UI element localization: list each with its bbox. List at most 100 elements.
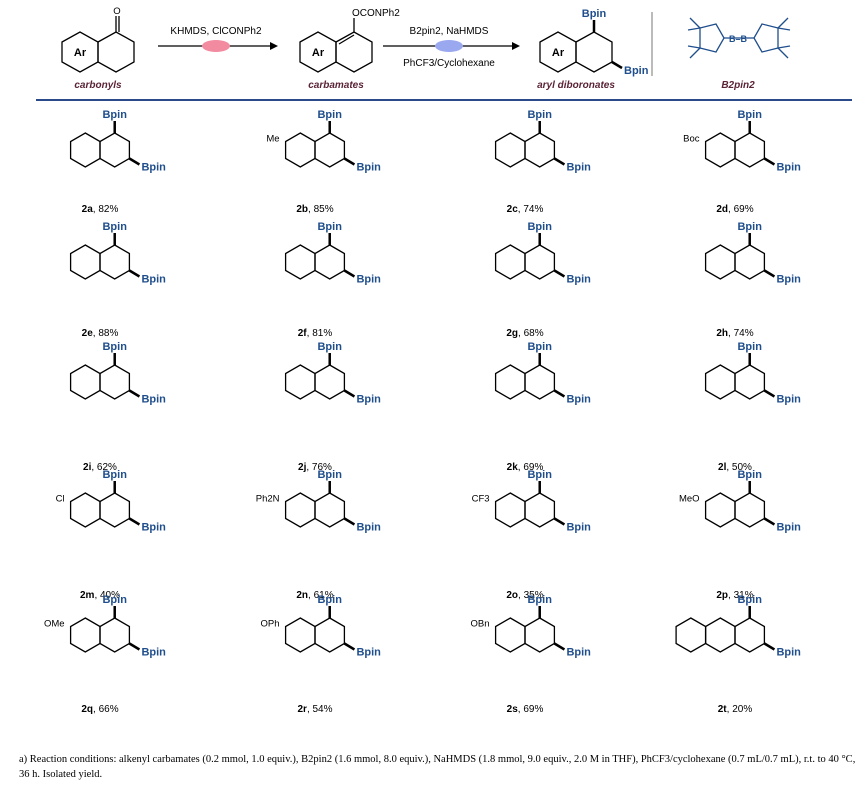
step2-capsule	[435, 40, 463, 52]
bpin-label: Bpin	[566, 647, 591, 659]
bpin-label: Bpin	[356, 522, 381, 534]
svg-text:O: O	[113, 6, 120, 17]
bpin-label: Bpin	[527, 109, 552, 121]
bpin-label: Bpin	[102, 469, 127, 481]
compound-label: 2r, 54%	[297, 704, 332, 715]
bpin-label: Bpin	[737, 469, 762, 481]
ring	[284, 492, 316, 528]
bpin-label: Bpin	[317, 469, 342, 481]
ring	[524, 617, 556, 653]
compound-label: 2q, 66%	[81, 704, 118, 715]
compound-label: 2m, 40%	[80, 590, 120, 601]
bpin-label: Bpin	[527, 594, 552, 606]
compound-label: 2c, 74%	[507, 204, 544, 215]
compound-label: 2f, 81%	[298, 328, 333, 339]
bond	[343, 642, 356, 651]
bond	[343, 389, 356, 398]
ring	[734, 132, 766, 168]
ring	[494, 244, 526, 280]
ring	[314, 132, 346, 168]
compound-label: 2j, 76%	[298, 462, 332, 473]
ring	[69, 492, 101, 528]
bpin-label: Bpin	[317, 109, 342, 121]
compound-label: 2k, 69%	[507, 462, 544, 473]
ar-label-2: Ar	[312, 47, 325, 59]
ring	[524, 364, 556, 400]
ring	[704, 244, 736, 280]
bond	[553, 517, 566, 526]
compound-label: 2b, 85%	[296, 204, 333, 215]
bond	[553, 157, 566, 166]
ring	[69, 244, 101, 280]
ring	[99, 132, 131, 168]
bond	[763, 517, 776, 526]
step2-reagents-top: B2pin2, NaHMDS	[410, 26, 489, 37]
bpin-label: Bpin	[317, 341, 342, 353]
bond	[128, 157, 141, 166]
ring	[704, 492, 736, 528]
compound-label: 2s, 69%	[507, 704, 544, 715]
bpin-label: Bpin	[141, 394, 166, 406]
ring	[99, 364, 131, 400]
label-aryl-diboronates: aryl diboronates	[537, 80, 615, 91]
bpin-label: Bpin	[624, 65, 649, 77]
bpin-label: Bpin	[566, 162, 591, 174]
step1-reagents: KHMDS, ClCONPh2	[170, 26, 262, 37]
ring	[524, 244, 556, 280]
aryl-diboronate-structure	[539, 20, 623, 73]
ring	[494, 364, 526, 400]
substituent-label: MeO	[679, 494, 700, 505]
ring	[524, 492, 556, 528]
bpin-label: Bpin	[776, 647, 801, 659]
bond	[763, 642, 776, 651]
bpin-label: Bpin	[102, 341, 127, 353]
carbamate-structure	[299, 18, 373, 73]
compound-label: 2o, 35%	[506, 590, 543, 601]
bpin-label: Bpin	[527, 221, 552, 233]
ring	[494, 492, 526, 528]
compound-label: 2e, 88%	[82, 328, 119, 339]
bond	[343, 517, 356, 526]
bpin-label: Bpin	[527, 341, 552, 353]
ring	[284, 364, 316, 400]
ring	[69, 132, 101, 168]
bpin-label: Bpin	[356, 647, 381, 659]
bpin-label: Bpin	[527, 469, 552, 481]
bpin-label: Bpin	[737, 594, 762, 606]
bpin-label: Bpin	[102, 109, 127, 121]
ring	[494, 617, 526, 653]
bpin-label: Bpin	[356, 394, 381, 406]
bpin-label: Bpin	[356, 162, 381, 174]
bpin-label: Bpin	[737, 109, 762, 121]
compound-label: 2d, 69%	[716, 204, 753, 215]
bond	[763, 157, 776, 166]
ring	[99, 617, 131, 653]
bpin-label: Bpin	[141, 647, 166, 659]
compound-label: 2h, 74%	[716, 328, 753, 339]
bond	[128, 517, 141, 526]
bpin-label: Bpin	[141, 162, 166, 174]
ring	[69, 364, 101, 400]
ring	[314, 492, 346, 528]
compound-label: 2a, 82%	[82, 204, 119, 215]
substituent-label: Boc	[683, 134, 700, 145]
bond	[763, 389, 776, 398]
ar-label-3: Ar	[552, 47, 565, 59]
ring	[314, 617, 346, 653]
label-carbamates: carbamates	[308, 80, 364, 91]
bond	[343, 157, 356, 166]
